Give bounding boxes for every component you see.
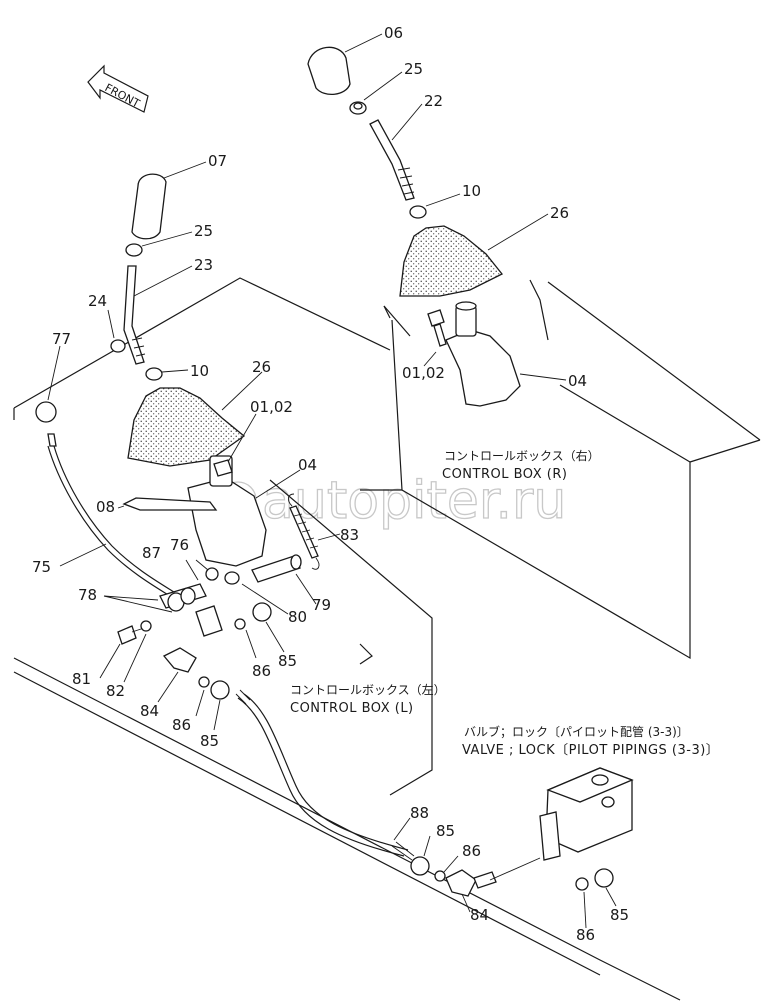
part-no-25: 25 — [194, 222, 213, 240]
leader-lines — [47, 33, 617, 929]
bolt-0102-right — [427, 309, 445, 327]
part-no-86: 86 — [252, 662, 271, 680]
ball-77 — [35, 401, 57, 423]
left-lever-assembly — [35, 173, 320, 700]
rod-75 — [47, 445, 171, 597]
part-no-01-02: 01,02 — [250, 398, 293, 416]
part-no-84: 84 — [470, 906, 489, 924]
control-box-right — [360, 279, 761, 660]
part-no-83: 83 — [340, 526, 359, 544]
part-no-86: 86 — [576, 926, 595, 944]
pin-79 — [251, 555, 301, 583]
lever-23 — [123, 265, 145, 365]
caption-box-right-en: CONTROL BOX (R) — [442, 467, 567, 482]
caption-valve-en: VALVE ; LOCK〔PILOT PIPINGS (3-3)〕 — [462, 743, 719, 758]
caption-box-left-en: CONTROL BOX (L) — [290, 701, 414, 716]
elbow-84-valve — [445, 869, 477, 897]
caption-box-left-jp: コントロールボックス（左） — [290, 682, 446, 697]
front-label: FRONT — [103, 81, 143, 110]
part-no-78: 78 — [78, 586, 97, 604]
part-no-85: 85 — [200, 732, 219, 750]
right-lever-assembly — [307, 46, 521, 407]
lever-22 — [369, 119, 415, 201]
captions: コントロールボックス（右） CONTROL BOX (R) コントロールボックス… — [290, 448, 719, 758]
part-no-24: 24 — [88, 292, 107, 310]
part-no-86: 86 — [172, 716, 191, 734]
spring-83 — [289, 505, 319, 559]
part-no-81: 81 — [72, 670, 91, 688]
caption-box-right-jp: コントロールボックス（右） — [444, 448, 600, 463]
part-no-07: 07 — [208, 152, 227, 170]
boot-26-right — [399, 225, 504, 297]
part-no-04: 04 — [568, 372, 587, 390]
knob-06 — [307, 46, 351, 95]
part-no-88: 88 — [410, 804, 429, 822]
elbow-84-left — [162, 647, 197, 673]
washer-82 — [140, 620, 152, 632]
part-no-23: 23 — [194, 256, 213, 274]
washer-76 — [205, 567, 219, 581]
washer-86-valve — [575, 877, 589, 891]
part-no-80: 80 — [288, 608, 307, 626]
part-no-77: 77 — [52, 330, 71, 348]
part-no-01-02: 01,02 — [402, 364, 445, 382]
valve-04-left — [187, 477, 267, 567]
valve-04-right — [445, 329, 521, 407]
nut-85-lower — [210, 680, 230, 700]
washer-24 — [110, 339, 126, 353]
part-no-84: 84 — [140, 702, 159, 720]
part-numbers: 06 25 22 10 26 01,02 04 07 25 23 24 77 1… — [32, 24, 629, 944]
nut-10-right — [409, 205, 427, 219]
knob-07 — [131, 173, 167, 240]
part-no-75: 75 — [32, 558, 51, 576]
front-arrow: FRONT — [87, 64, 149, 113]
part-no-87: 87 — [142, 544, 161, 562]
part-no-82: 82 — [106, 682, 125, 700]
nut-85-left — [252, 602, 272, 622]
part-no-25: 25 — [404, 60, 423, 78]
washer-80 — [224, 571, 240, 585]
part-no-08: 08 — [96, 498, 115, 516]
part-no-85: 85 — [278, 652, 297, 670]
control-box-left — [13, 277, 681, 1001]
part-no-10: 10 — [190, 362, 209, 380]
washer-86-left — [234, 618, 246, 630]
washer-86-pipe — [434, 870, 446, 882]
watermark-text: autopiter.ru — [262, 471, 566, 531]
part-no-10: 10 — [462, 182, 481, 200]
lever-08 — [122, 497, 218, 511]
part-no-79: 79 — [312, 596, 331, 614]
part-no-86: 86 — [462, 842, 481, 860]
boot-26-left — [127, 387, 246, 467]
part-no-76: 76 — [170, 536, 189, 554]
nut-25-left — [125, 243, 143, 257]
bolt-0102-left — [213, 459, 233, 477]
bolt-81 — [117, 625, 137, 645]
part-no-26: 26 — [550, 204, 569, 222]
part-no-85: 85 — [610, 906, 629, 924]
caption-valve-jp: バルブ；ロック〔パイロット配管 (3-3)〕 — [464, 724, 689, 739]
lock-valve — [410, 767, 634, 897]
part-no-06: 06 — [384, 24, 403, 42]
part-no-22: 22 — [424, 92, 443, 110]
watermark: autopiter.ru — [219, 470, 567, 532]
washer-86-lower — [198, 676, 210, 688]
part-no-04: 04 — [298, 456, 317, 474]
nut-85-pipe — [410, 856, 430, 876]
part-no-26: 26 — [252, 358, 271, 376]
part-no-85: 85 — [436, 822, 455, 840]
pipe-88 — [235, 689, 415, 861]
nut-10-left — [145, 367, 163, 381]
nut-85-valve — [594, 868, 614, 888]
